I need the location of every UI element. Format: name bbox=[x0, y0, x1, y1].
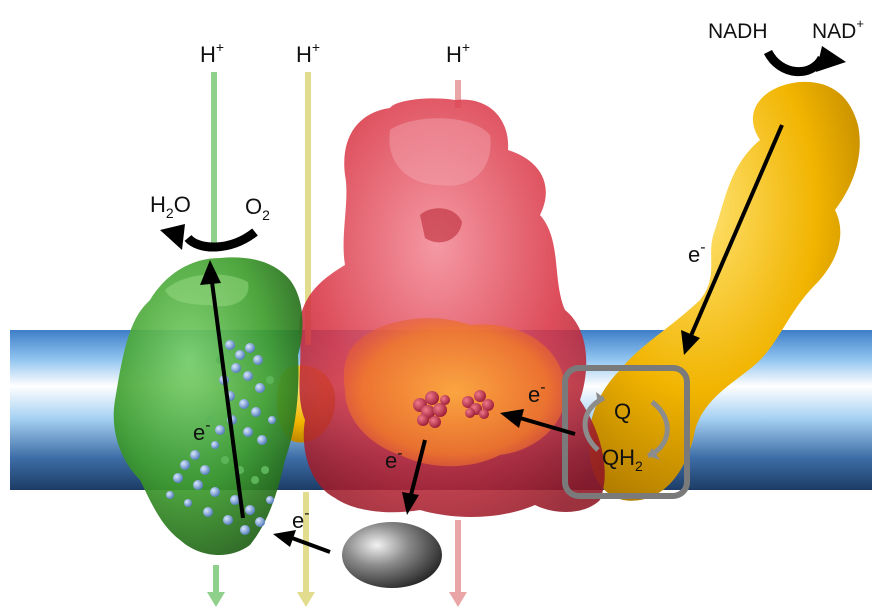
proton-label-2: H+ bbox=[296, 39, 320, 67]
nadh-label: NADH bbox=[708, 20, 768, 43]
electron-label-yellow: e- bbox=[688, 239, 706, 267]
electron-label-green: e- bbox=[193, 417, 211, 445]
o2-label: O2 bbox=[245, 194, 270, 223]
cycle-arrow-right-head bbox=[648, 448, 660, 460]
red-complex-groove bbox=[420, 208, 462, 243]
green-complex-highlight bbox=[165, 274, 249, 307]
electron-label-q: e- bbox=[528, 379, 546, 407]
electron-label-cytc: e- bbox=[292, 505, 310, 533]
electron-arrow-cytc-head bbox=[273, 530, 296, 547]
red-cluster-right bbox=[462, 390, 494, 419]
h2o-o2-reaction-arrowhead bbox=[160, 224, 185, 250]
proton-arrowhead-yellow bbox=[297, 592, 315, 607]
proton-arrowhead-pink bbox=[449, 592, 467, 607]
quinone-label: Q bbox=[614, 399, 631, 424]
green-bead-cluster bbox=[196, 356, 274, 484]
proton-label-3: H+ bbox=[446, 39, 470, 67]
cycle-arrow-left-head bbox=[596, 392, 604, 405]
electron-arrow-q bbox=[519, 416, 576, 436]
electron-arrow-green-head bbox=[200, 260, 221, 285]
electron-label-red: e- bbox=[385, 445, 403, 473]
nadh-reaction-arrowhead bbox=[816, 46, 846, 72]
electron-arrow-yellow-head bbox=[681, 330, 700, 355]
nad-plus-label: NAD+ bbox=[812, 16, 864, 43]
red-complex-highlight bbox=[389, 118, 491, 186]
electron-arrow-green bbox=[210, 281, 245, 519]
h2o-o2-reaction-arrow bbox=[184, 228, 258, 252]
nadh-reaction-arrow bbox=[763, 49, 827, 76]
blue-cluster bbox=[166, 340, 276, 535]
yellow-complex bbox=[589, 81, 860, 501]
orange-core bbox=[343, 318, 566, 467]
electron-arrow-red bbox=[409, 439, 427, 496]
proton-label-1: H+ bbox=[200, 39, 224, 67]
electron-arrow-red-head bbox=[402, 492, 419, 515]
cytochrome-c bbox=[342, 522, 442, 588]
proton-arrowhead-green bbox=[207, 592, 225, 607]
electron-arrow-yellow bbox=[688, 124, 784, 339]
quinol-label: QH2 bbox=[602, 445, 643, 474]
red-cluster-left bbox=[413, 391, 450, 428]
h2o-label: H2O bbox=[150, 192, 191, 221]
electron-arrow-q-head bbox=[500, 409, 524, 428]
electron-arrow-cytc bbox=[291, 536, 331, 554]
